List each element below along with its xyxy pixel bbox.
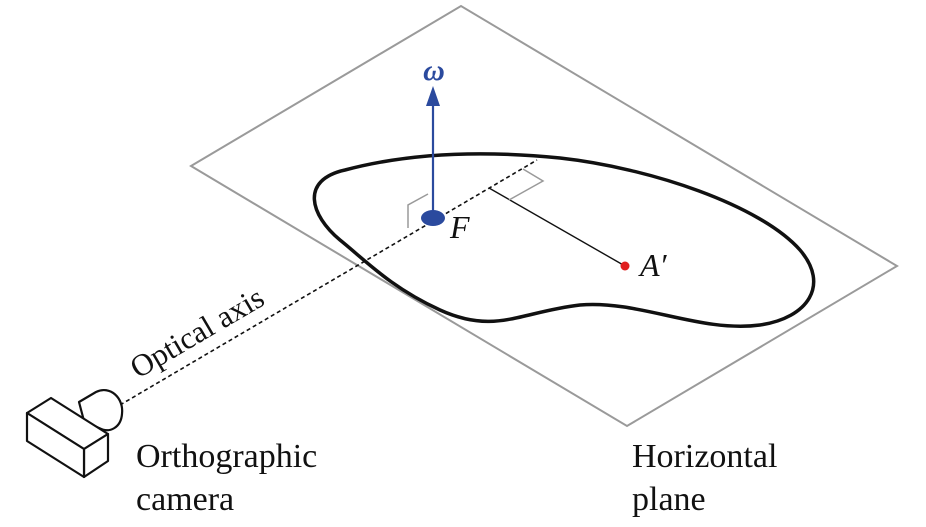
right-angle-marker-a xyxy=(508,168,545,201)
object-outline xyxy=(312,152,816,328)
optical-axis-line xyxy=(119,159,538,406)
optical-axis-label: Optical axis xyxy=(124,279,270,385)
focus-label: F xyxy=(449,209,470,245)
omega-label: ω xyxy=(423,54,445,87)
omega-vector-arrowhead xyxy=(426,86,440,106)
focus-point xyxy=(421,210,445,226)
perpendicular-line xyxy=(488,187,626,267)
camera-label-line2: camera xyxy=(136,481,234,518)
plane-label-line1: Horizontal xyxy=(632,438,777,475)
camera-label-line1: Orthographic xyxy=(136,438,317,475)
plane-label-line2: plane xyxy=(632,481,706,518)
camera-icon xyxy=(25,389,124,479)
right-angle-marker-f xyxy=(407,193,429,228)
horizontal-plane xyxy=(189,4,899,428)
point-a xyxy=(620,261,630,271)
point-a-label: A′ xyxy=(638,247,668,283)
